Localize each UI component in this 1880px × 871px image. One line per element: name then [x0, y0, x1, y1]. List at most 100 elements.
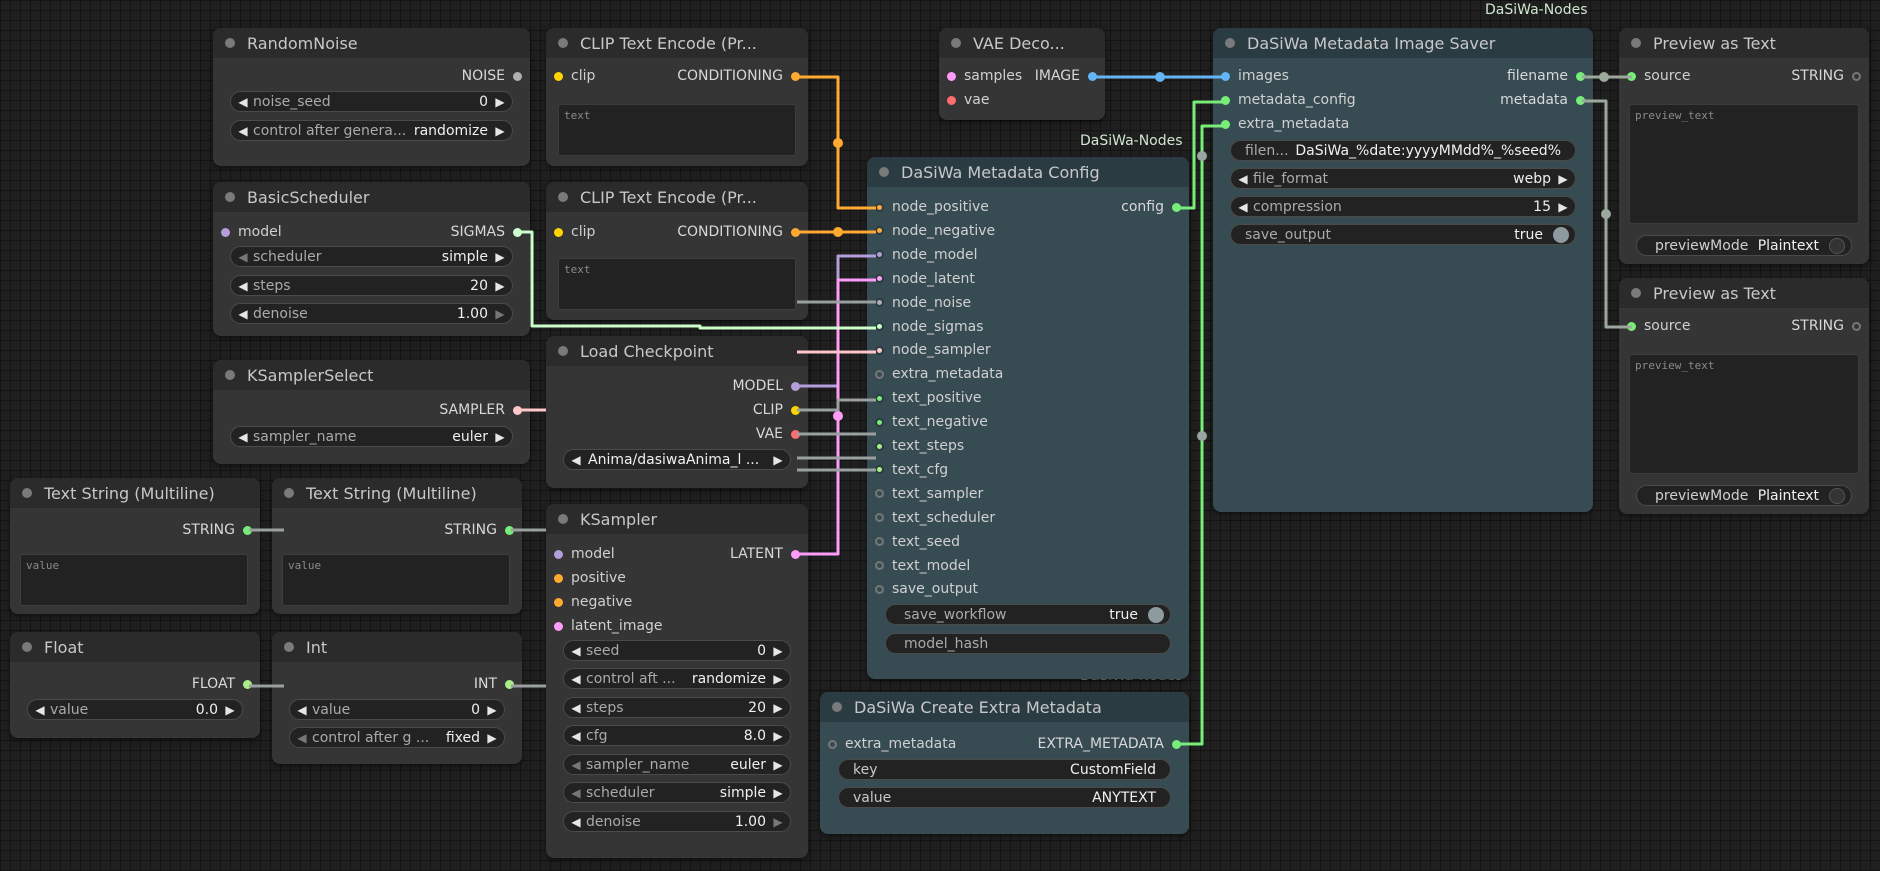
collapse-dot-icon[interactable]	[558, 514, 568, 524]
int-pin-icon[interactable]	[505, 679, 514, 689]
value-text-area[interactable]: value	[20, 554, 248, 606]
input-pin-icon[interactable]	[875, 513, 884, 523]
input-pin-icon[interactable]	[875, 369, 884, 379]
input-pin-icon[interactable]	[875, 561, 884, 570]
string-output[interactable]: STRING	[1791, 316, 1861, 336]
collapse-dot-icon[interactable]	[225, 38, 235, 48]
node-header[interactable]: BasicScheduler	[213, 182, 530, 212]
string-pin-icon[interactable]	[1627, 71, 1636, 81]
input-pin-icon[interactable]	[875, 465, 884, 475]
collapse-dot-icon[interactable]	[558, 192, 568, 202]
collapse-dot-icon[interactable]	[951, 38, 961, 48]
node-header[interactable]: RandomNoise	[213, 28, 530, 58]
input-pin-icon[interactable]	[875, 584, 884, 594]
conditioning-output[interactable]: CONDITIONING	[677, 222, 800, 242]
config-input-text-negative[interactable]: text_negative	[875, 412, 988, 432]
create-extra-metadata-node[interactable]: DaSiWa Create Extra Metadata extra_metad…	[820, 692, 1189, 834]
node-header[interactable]: Preview as Text	[1619, 28, 1869, 58]
samples-input[interactable]: samples	[947, 66, 1022, 86]
image-output[interactable]: IMAGE	[1035, 66, 1097, 86]
config-input-text-scheduler[interactable]: text_scheduler	[875, 508, 995, 528]
text-string-node-1[interactable]: Text String (Multiline) STRING value	[10, 478, 260, 614]
input-pin-icon[interactable]	[875, 417, 884, 427]
input-pin-icon[interactable]	[875, 226, 884, 236]
negative-input[interactable]: negative	[554, 592, 632, 612]
collapse-dot-icon[interactable]	[879, 167, 889, 177]
vae-decode-node[interactable]: VAE Deco... samples vae IMAGE	[939, 28, 1105, 120]
int-output[interactable]: INT	[474, 674, 514, 694]
string-output[interactable]: STRING	[182, 520, 252, 540]
node-header[interactable]: CLIP Text Encode (Pr...	[546, 28, 808, 58]
input-pin-icon[interactable]	[875, 441, 884, 451]
node-header[interactable]: KSampler	[546, 504, 808, 534]
config-input-text-cfg[interactable]: text_cfg	[875, 460, 948, 480]
clip-text-encode-node-2[interactable]: CLIP Text Encode (Pr... clip CONDITIONIN…	[546, 182, 808, 320]
collapse-dot-icon[interactable]	[284, 488, 294, 498]
config-input-text-seed[interactable]: text_seed	[875, 532, 960, 552]
input-pin-icon[interactable]	[875, 322, 884, 331]
collapse-dot-icon[interactable]	[1225, 38, 1235, 48]
model-input[interactable]: model	[221, 222, 282, 242]
collapse-dot-icon[interactable]	[832, 702, 842, 712]
config-pin-icon[interactable]	[1172, 202, 1181, 212]
extra-metadata-output[interactable]: EXTRA_METADATA	[1037, 734, 1181, 754]
conditioning-pin-icon[interactable]	[791, 227, 800, 237]
clip-text-encode-node-1[interactable]: CLIP Text Encode (Pr... clip CONDITIONIN…	[546, 28, 808, 166]
config-output[interactable]: config	[1121, 197, 1181, 217]
clip-input[interactable]: clip	[554, 222, 595, 242]
node-header[interactable]: DaSiWa Metadata Image Saver	[1213, 28, 1593, 58]
node-header[interactable]: DaSiWa Create Extra Metadata	[820, 692, 1189, 722]
text-input[interactable]: text	[558, 104, 796, 156]
text-string-node-2[interactable]: Text String (Multiline) STRING value	[272, 478, 522, 614]
preview-text-area[interactable]: preview_text	[1629, 104, 1859, 224]
input-pin-icon[interactable]	[875, 202, 884, 212]
control-after-generate-widget[interactable]: ◀control after g ...fixed▶	[289, 727, 505, 748]
node-header[interactable]: Load Checkpoint	[546, 336, 808, 366]
model-pin-icon[interactable]	[791, 381, 800, 391]
config-pin-icon[interactable]	[1221, 95, 1230, 105]
collapse-dot-icon[interactable]	[225, 370, 235, 380]
input-pin-icon[interactable]	[875, 537, 884, 547]
string-pin-icon[interactable]	[1627, 321, 1636, 331]
extra-metadata-input[interactable]: extra_metadata	[1221, 114, 1349, 134]
config-input-node-latent[interactable]: node_latent	[875, 269, 975, 289]
sampler-output[interactable]: SAMPLER	[439, 400, 522, 420]
string-pin-icon[interactable]	[505, 525, 514, 535]
latent-pin-icon[interactable]	[791, 549, 800, 559]
input-pin-icon[interactable]	[875, 393, 884, 403]
float-output[interactable]: FLOAT	[192, 674, 252, 694]
latent-pin-icon[interactable]	[947, 71, 956, 81]
extra-pin-icon[interactable]	[1221, 119, 1230, 129]
config-input-node-positive[interactable]: node_positive	[875, 197, 989, 217]
load-checkpoint-node[interactable]: Load Checkpoint MODEL CLIP VAE ◀Anima/da…	[546, 336, 808, 488]
node-header[interactable]: Text String (Multiline)	[272, 478, 522, 508]
latent-pin-icon[interactable]	[554, 621, 563, 631]
model-output[interactable]: MODEL	[732, 376, 800, 396]
collapse-dot-icon[interactable]	[22, 642, 32, 652]
value-text-area[interactable]: value	[282, 554, 510, 606]
images-input[interactable]: images	[1221, 66, 1289, 86]
clip-pin-icon[interactable]	[554, 227, 563, 237]
node-header[interactable]: Float	[10, 632, 260, 662]
preview-text-area[interactable]: preview_text	[1629, 354, 1859, 474]
control-after-generate-widget[interactable]: ◀control after genera...randomize▶	[230, 120, 513, 141]
image-pin-icon[interactable]	[1221, 71, 1230, 81]
string-pin-icon[interactable]	[1576, 71, 1585, 81]
extra-pin-icon[interactable]	[828, 739, 837, 749]
sigmas-pin-icon[interactable]	[513, 227, 522, 237]
vae-pin-icon[interactable]	[947, 95, 956, 105]
